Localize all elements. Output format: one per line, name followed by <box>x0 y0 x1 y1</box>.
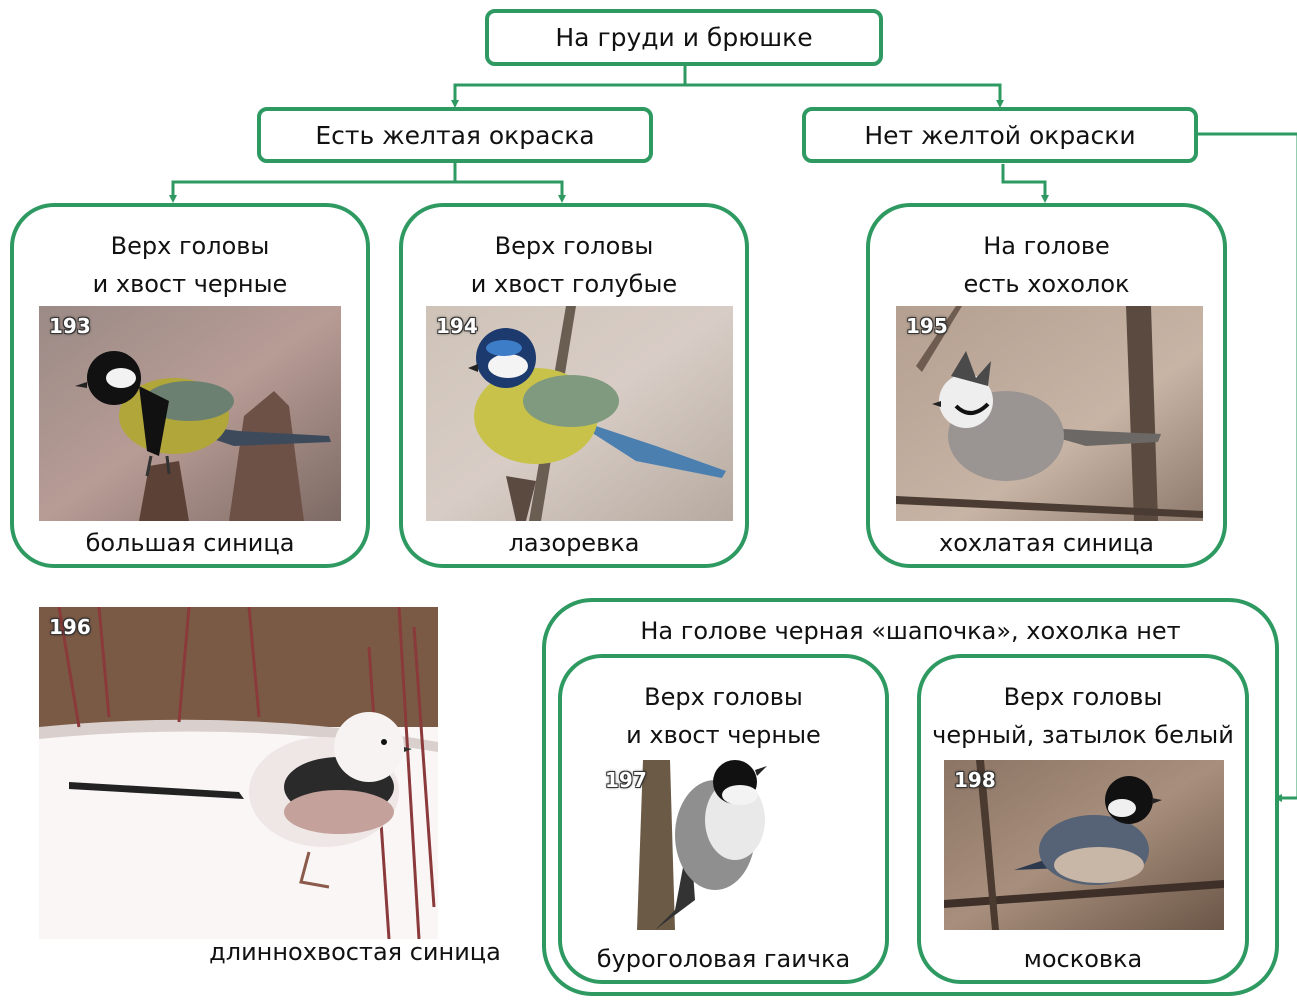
great-tit-photo: 193 <box>39 306 341 521</box>
coal-tit-caption: московка <box>1023 945 1143 973</box>
blue-tit-photo: 194 <box>426 306 733 521</box>
root-label: На груди и брюшке <box>555 23 813 52</box>
blue-tit-caption: лазоревка <box>508 529 640 557</box>
blue-tit-title-line2: и хвост голубые <box>470 270 678 298</box>
blue-tit-card: Верх головы и хвост голубые 194 лазоревк… <box>399 203 749 568</box>
connector-yellow-to-blue-tit <box>455 180 566 203</box>
black-cap-group: На голове черная «шапочка», хохолка нет … <box>542 598 1279 996</box>
connector-yellow-to-great-tit <box>169 162 457 203</box>
coal-tit-title-line2: черный, затылок белый <box>932 721 1234 749</box>
willow-tit-photo: 197 <box>595 760 815 930</box>
coal-tit-title-line1: Верх головы <box>1003 683 1163 711</box>
yellow-label: Есть желтая окраска <box>315 120 595 150</box>
blue-tit-photo-number: 194 <box>436 314 478 338</box>
coal-tit-card: Верх головы черный, затылок белый <box>917 654 1249 984</box>
crested-tit-photo: 195 <box>896 306 1203 521</box>
connector-root-to-yellow <box>451 65 687 108</box>
crested-tit-caption: хохлатая синица <box>938 529 1154 557</box>
crested-tit-card: На голове есть хохолок 195 хохлатая сини… <box>866 203 1227 568</box>
crested-tit-title-line2: есть хохолок <box>963 270 1130 298</box>
connector-no-yellow-to-crested <box>1001 164 1049 203</box>
crested-tit-title-line1: На голове <box>983 232 1110 260</box>
long-tailed-tit-caption: длиннохвостая синица <box>209 938 501 966</box>
no-yellow-label: Нет желтой окраски <box>864 120 1136 150</box>
no-yellow-box: Нет желтой окраски <box>802 107 1198 163</box>
willow-tit-title-line2: и хвост черные <box>626 721 821 749</box>
great-tit-title-line2: и хвост черные <box>92 270 288 298</box>
black-cap-group-title: На голове черная «шапочка», хохолка нет <box>640 617 1181 645</box>
long-tailed-tit-photo: 196 <box>39 607 438 939</box>
connector-no-yellow-to-black-cap <box>1198 132 1297 802</box>
willow-tit-card: Верх головы и хвост черные 197 буроголов… <box>558 654 889 984</box>
blue-tit-title-line1: Верх головы <box>494 232 654 260</box>
crested-tit-photo-number: 195 <box>906 314 948 338</box>
root-box: На груди и брюшке <box>485 9 883 66</box>
great-tit-caption: большая синица <box>85 529 295 557</box>
willow-tit-photo-number: 197 <box>605 768 647 792</box>
great-tit-photo-number: 193 <box>49 314 91 338</box>
great-tit-title-line1: Верх головы <box>110 232 270 260</box>
connector-root-to-no-yellow <box>685 83 1004 108</box>
willow-tit-caption: буроголовая гаичка <box>596 945 851 973</box>
great-tit-card: Верх головы и хвост черные 193 <box>10 203 370 568</box>
coal-tit-photo: 198 <box>944 760 1224 930</box>
willow-tit-title-line1: Верх головы <box>644 683 803 711</box>
coal-tit-photo-number: 198 <box>954 768 996 792</box>
long-tailed-tit-photo-number: 196 <box>49 615 91 639</box>
yellow-box: Есть желтая окраска <box>257 107 653 163</box>
